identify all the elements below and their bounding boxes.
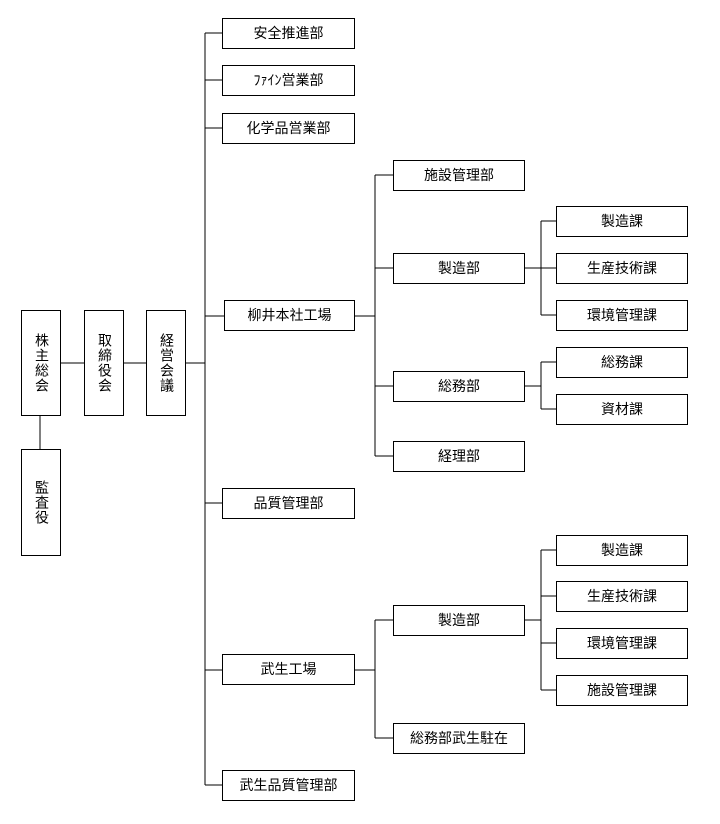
node-takeo-facilities-section: 施設管理課: [556, 675, 688, 706]
node-label: 総務部武生駐在: [410, 730, 508, 747]
node-label: 製造課: [601, 213, 643, 230]
node-shareholders-meeting: 株主総会: [21, 310, 61, 416]
node-label: 経理部: [438, 448, 480, 465]
node-fine-sales: ﾌｧｲﾝ営業部: [222, 65, 355, 96]
node-label: 製造課: [601, 542, 643, 559]
node-board-of-directors: 取締役会: [84, 310, 124, 416]
node-yanai-env-management: 環境管理課: [556, 300, 688, 331]
node-yanai-ga-section: 総務課: [556, 347, 688, 378]
node-label: 製造部: [438, 612, 480, 629]
node-takeo-manufacturing: 製造部: [393, 605, 525, 636]
node-label: 柳井本社工場: [247, 307, 332, 324]
node-label: 株主総会: [33, 333, 49, 393]
node-takeo-quality-management: 武生品質管理部: [222, 770, 355, 801]
node-label: 監査役: [33, 480, 49, 525]
node-label: 経営会議: [158, 333, 174, 393]
node-safety-promotion: 安全推進部: [222, 18, 355, 49]
node-yanai-production-tech: 生産技術課: [556, 253, 688, 284]
node-chemical-sales: 化学品営業部: [222, 113, 355, 144]
node-label: 武生工場: [260, 661, 317, 678]
node-label: 製造部: [438, 260, 480, 277]
node-management-meeting: 経営会議: [146, 310, 186, 416]
node-takeo-mfg-section: 製造課: [556, 535, 688, 566]
node-label: 総務課: [601, 354, 643, 371]
node-takeo-ga-resident: 総務部武生駐在: [393, 723, 525, 754]
node-takeo-plant: 武生工場: [222, 654, 355, 685]
node-label: 化学品営業部: [246, 120, 331, 137]
node-takeo-production-tech: 生産技術課: [556, 581, 688, 612]
node-yanai-mfg-section: 製造課: [556, 206, 688, 237]
node-label: 施設管理課: [587, 682, 657, 699]
node-label: 品質管理部: [253, 495, 324, 512]
node-label: 武生品質管理部: [239, 777, 338, 794]
node-yanai-materials: 資材課: [556, 394, 688, 425]
node-label: 生産技術課: [587, 260, 657, 277]
node-label: 施設管理部: [424, 167, 494, 184]
node-label: 取締役会: [96, 333, 112, 393]
node-label: 資材課: [601, 401, 643, 418]
node-label: 総務部: [438, 378, 480, 395]
node-auditor: 監査役: [21, 449, 61, 556]
node-label: 環境管理課: [587, 635, 657, 652]
node-yanai-manufacturing: 製造部: [393, 253, 525, 284]
node-yanai-general-affairs: 総務部: [393, 371, 525, 402]
node-yanai-plant: 柳井本社工場: [224, 300, 355, 331]
node-label: ﾌｧｲﾝ営業部: [253, 72, 324, 89]
node-label: 生産技術課: [587, 588, 657, 605]
node-label: 安全推進部: [253, 25, 324, 42]
node-label: 環境管理課: [587, 307, 657, 324]
node-yanai-accounting: 経理部: [393, 441, 525, 472]
node-yanai-facilities: 施設管理部: [393, 160, 525, 191]
node-takeo-env-management: 環境管理課: [556, 628, 688, 659]
node-quality-management: 品質管理部: [222, 488, 355, 519]
